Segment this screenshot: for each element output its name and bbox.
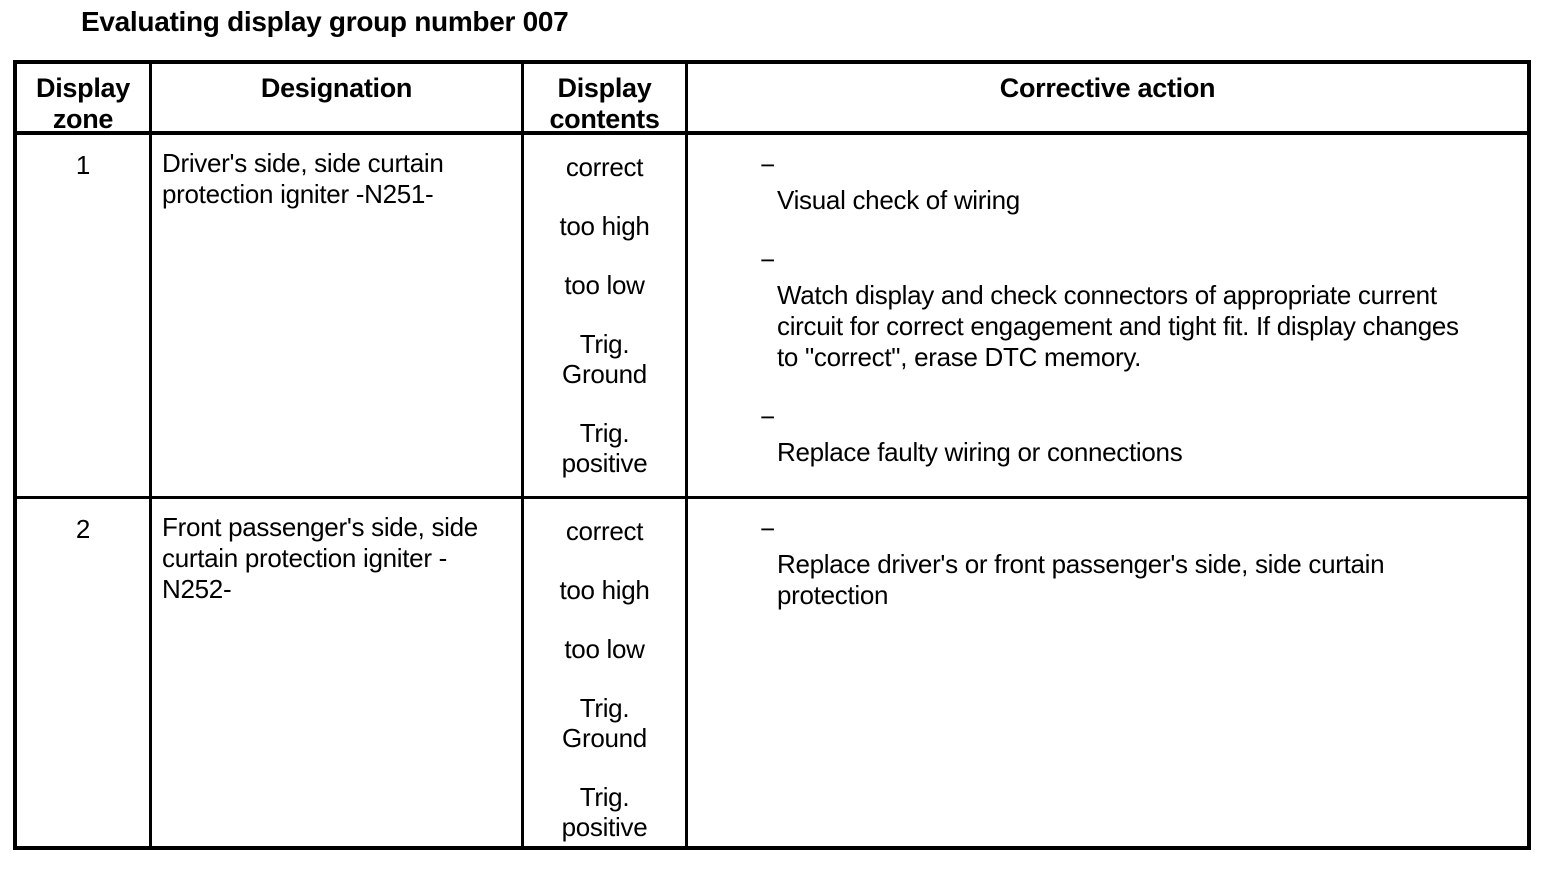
display-content-item: correct (565, 152, 644, 182)
corrective-action-text: Visual check of wiring (777, 185, 1020, 215)
display-content-item: Trig. positive (561, 782, 648, 842)
display-content-item: too high (559, 211, 650, 241)
display-content-item: too high (559, 575, 650, 605)
corrective-action-item: −Replace faulty wiring or connections (760, 402, 1509, 468)
row1-display-contents: correct too high too low Trig. Ground Tr… (524, 135, 688, 499)
row2-corrective-actions: −Replace driver's or front passenger's s… (688, 499, 1527, 846)
corrective-action-text: Replace faulty wiring or connections (777, 437, 1183, 467)
dash-bullet-icon: − (760, 402, 775, 432)
display-content-item: Trig. Ground (562, 329, 647, 389)
row1-designation: Driver's side, side curtain protection i… (152, 135, 524, 499)
header-cell-display-contents: Display contents (524, 64, 688, 135)
display-content-item: Trig. Ground (562, 693, 647, 753)
display-content-item: Trig. positive (561, 418, 648, 478)
corrective-action-item: −Replace driver's or front passenger's s… (760, 514, 1509, 611)
corrective-action-item: −Watch display and check connectors of a… (760, 245, 1509, 373)
header-cell-designation: Designation (152, 64, 524, 135)
row1-display-zone: 1 (17, 135, 152, 499)
display-content-item: too low (564, 634, 645, 664)
evaluation-table: Display zone Designation Display content… (13, 60, 1531, 850)
header-cell-corrective-action: Corrective action (688, 64, 1527, 135)
header-cell-display-zone: Display zone (17, 64, 152, 135)
dash-bullet-icon: − (760, 245, 775, 275)
corrective-action-text: Watch display and check connectors of ap… (777, 280, 1459, 372)
display-content-item: too low (564, 270, 645, 300)
corrective-action-item: −Visual check of wiring (760, 150, 1509, 216)
page-title: Evaluating display group number 007 (81, 6, 569, 37)
row2-display-contents: correct too high too low Trig. Ground Tr… (524, 499, 688, 846)
corrective-action-text: Replace driver's or front passenger's si… (777, 549, 1385, 610)
row1-corrective-actions: −Visual check of wiring −Watch display a… (688, 135, 1527, 499)
row2-designation: Front passenger's side, side curtain pro… (152, 499, 524, 846)
dash-bullet-icon: − (760, 150, 775, 180)
row2-display-zone: 2 (17, 499, 152, 846)
dash-bullet-icon: − (760, 514, 775, 544)
display-content-item: correct (565, 516, 644, 546)
